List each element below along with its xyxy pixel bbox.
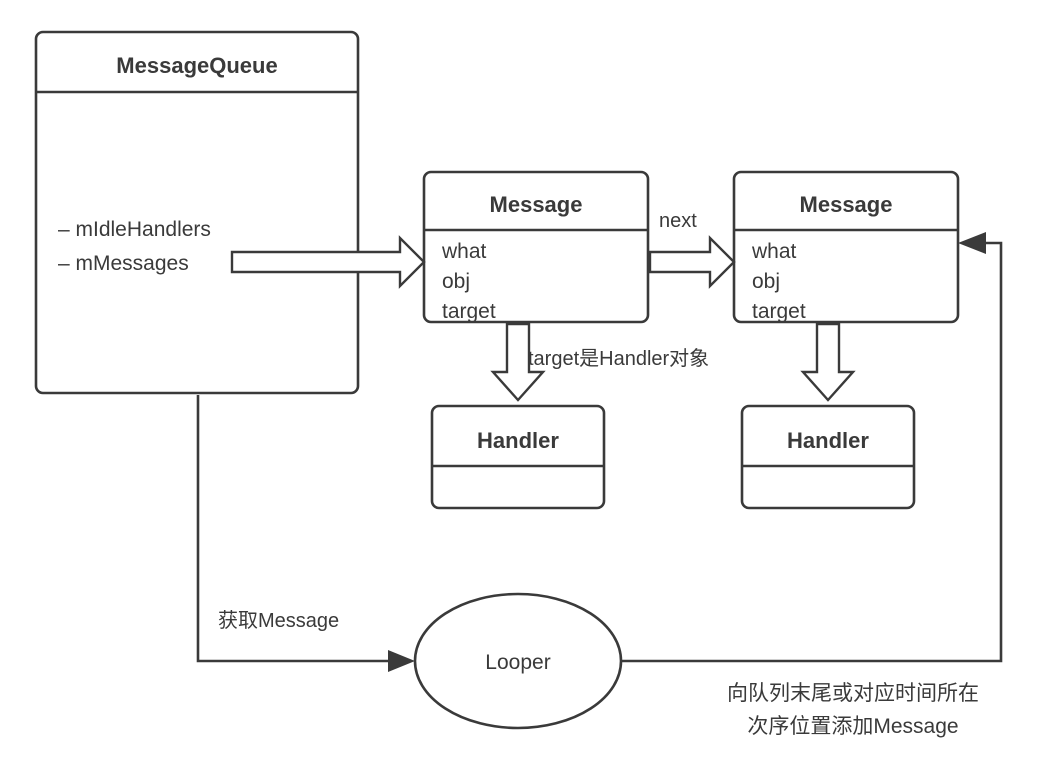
handler-1-block-arrow-shape — [490, 322, 546, 402]
node-looper[interactable]: Looper — [413, 592, 623, 730]
handler-2-box-outline — [740, 404, 916, 510]
looper-label: Looper — [485, 651, 550, 674]
message-1-box-outline — [422, 170, 650, 324]
class-box-handler-2[interactable]: Handler — [740, 404, 916, 510]
handler-2-title: Handler — [787, 428, 869, 453]
fetch-message-connector-path — [196, 395, 398, 663]
next-edge-label: next — [659, 210, 697, 232]
message-2-attribute-what: what — [751, 240, 797, 263]
enqueue-arrowhead — [958, 232, 986, 254]
class-box-handler-1[interactable]: Handler — [430, 404, 606, 510]
message-2-title: Message — [800, 192, 893, 217]
arrow-message-1-to-message-2: next — [648, 210, 736, 289]
arrow-messagequeue-to-looper: 获取Message — [196, 395, 415, 672]
message-2-box-outline — [732, 170, 960, 324]
handler-2-block-arrow-shape — [800, 322, 856, 402]
handler-1-title: Handler — [477, 428, 559, 453]
enqueue-connector-path — [621, 241, 1003, 663]
next-block-arrow-shape — [648, 235, 736, 289]
message-1-title: Message — [490, 192, 583, 217]
messagequeue-attribute-mmessages: – mMessages — [58, 252, 189, 275]
mmessages-block-arrow-shape — [230, 235, 426, 289]
message-2-attribute-target: target — [752, 300, 806, 323]
class-box-messagequeue[interactable]: MessageQueue – mIdleHandlers – mMessages — [34, 30, 360, 395]
message-1-attribute-target: target — [442, 300, 496, 323]
handler-1-box-outline — [430, 404, 606, 510]
arrow-message-2-to-handler-2 — [800, 322, 856, 402]
message-1-attribute-what: what — [441, 240, 487, 263]
target-note-label: target是Handler对象 — [528, 347, 709, 370]
enqueue-label-line-1: 向队列末尾或对应时间所在 — [727, 682, 979, 705]
arrow-mmessages-to-message-1 — [230, 235, 426, 289]
arrow-message-1-to-handler-1 — [490, 322, 546, 402]
arrow-looper-to-message-2: 向队列末尾或对应时间所在 次序位置添加Message — [621, 232, 1003, 738]
message-1-attribute-obj: obj — [442, 270, 470, 293]
message-2-attribute-obj: obj — [752, 270, 780, 293]
messagequeue-attribute-midlehandlers: – mIdleHandlers — [58, 218, 211, 241]
fetch-message-label: 获取Message — [218, 609, 339, 632]
enqueue-label-line-2: 次序位置添加Message — [747, 715, 958, 738]
class-box-message-1[interactable]: Message what obj target — [422, 170, 650, 324]
messagequeue-title: MessageQueue — [116, 53, 277, 78]
messagequeue-box-outline — [34, 30, 360, 395]
fetch-message-arrowhead — [388, 650, 415, 672]
class-box-message-2[interactable]: Message what obj target — [732, 170, 960, 324]
